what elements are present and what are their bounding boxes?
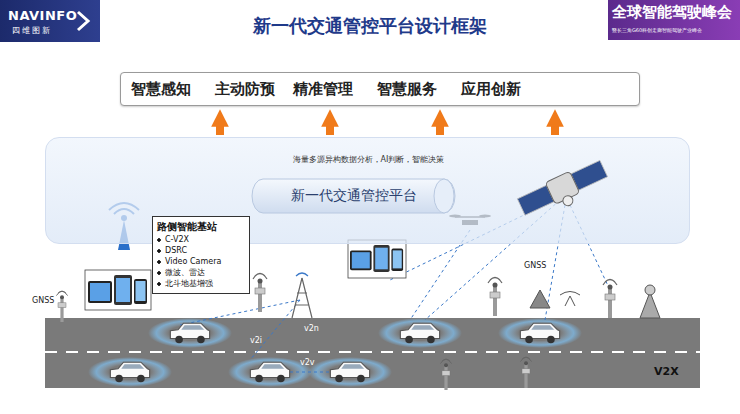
node-text: C-V2X [157, 234, 245, 245]
node-text: 智慧感知 [131, 80, 191, 99]
node-text: Video Camera [157, 256, 245, 267]
roadside-antennas [56, 274, 617, 391]
node-text: 智慧服务 [377, 80, 437, 99]
orange-arrow [436, 118, 444, 135]
goal-box: 智慧感知 主动防预精准管理 智慧服务 应用创新 [120, 72, 640, 106]
logo-bg [0, 0, 100, 42]
signal-label: GNSS [524, 261, 546, 270]
orange-arrow [551, 118, 559, 135]
cars [110, 323, 559, 382]
ground-stations [530, 285, 660, 318]
node-text: 海量多源异构数据分析，AI判断，智能决策 [46, 154, 691, 165]
road [45, 318, 700, 388]
logo-chevron [78, 12, 88, 30]
platform-band: 海量多源异构数据分析，AI判断，智能决策新一代交通管控平台 [45, 137, 690, 244]
node-text: 应用创新 [461, 80, 521, 99]
platform-cylinder: 新一代交通管控平台 [251, 178, 456, 214]
car-glows [88, 318, 582, 387]
node-text: 新一代交通管控平台 [251, 187, 456, 205]
link-label: v2v [300, 358, 315, 367]
badge-bg [608, 0, 740, 40]
roadside-box: 路侧智能基站C-V2XDSRCVideo Camera微波、雷达北斗地基增强 [152, 216, 250, 294]
link-label: v2i [250, 336, 262, 345]
badge-title: 全球智能驾驶峰会 [612, 3, 732, 22]
lane-line [45, 351, 700, 353]
box-heading: 路侧智能基站 [157, 220, 245, 233]
orange-arrow [216, 118, 224, 135]
badge-subtitle: 暨长三角G60科创走廊智能驾驶产业峰会 [612, 27, 702, 33]
node-text: DSRC [157, 245, 245, 256]
signal-label: GNSS [32, 296, 54, 305]
orange-arrow [326, 118, 334, 135]
logo-text: NAVINFO [8, 8, 77, 23]
node-text: 精准管理 [293, 80, 353, 99]
node-text: 微波、雷达 [157, 267, 245, 278]
logo-text: 四维图新 [12, 25, 52, 36]
link-label: v2n [304, 324, 319, 333]
node-text: 北斗地基增强 [157, 278, 245, 289]
cell-tower [292, 273, 312, 318]
road-label: V2X [654, 365, 679, 378]
node-text: 主动防预 [215, 80, 275, 99]
